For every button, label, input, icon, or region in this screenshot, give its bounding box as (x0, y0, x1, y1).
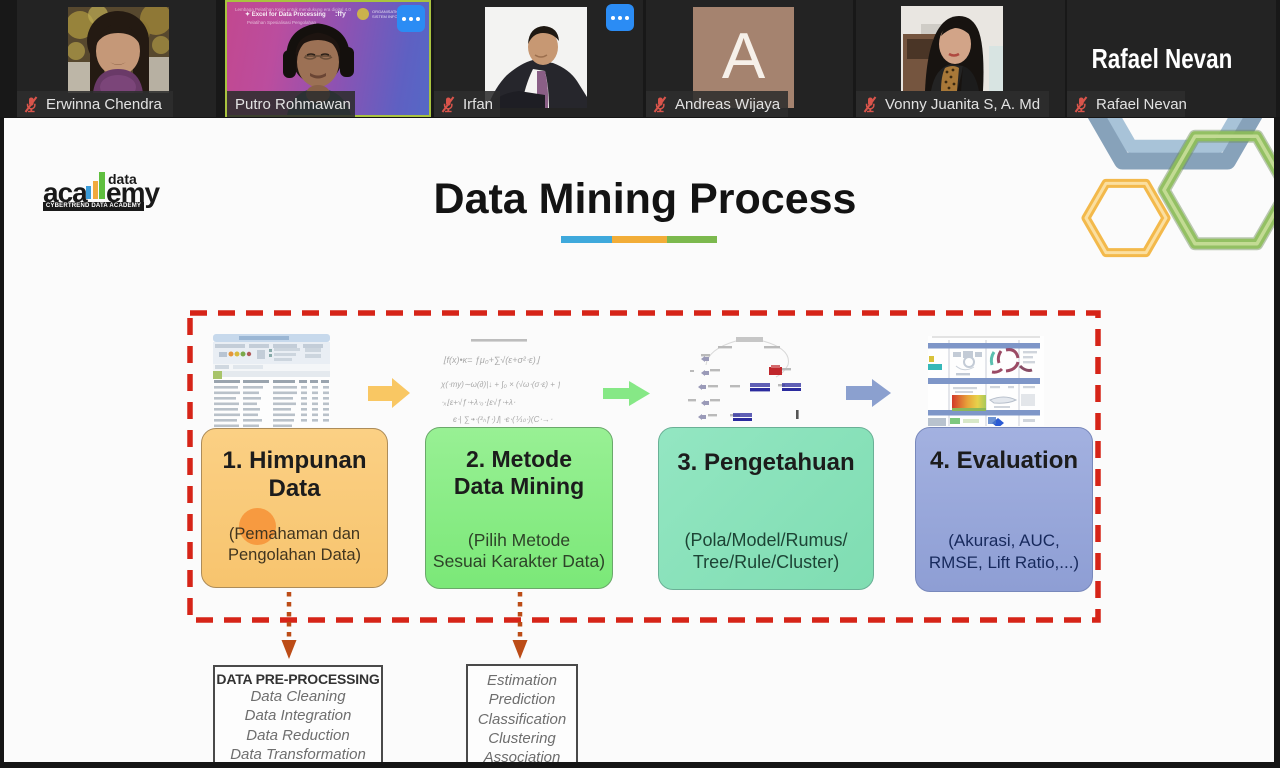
svg-text:є⋅| ∑⋅•⋅(²ₕƒ⋅)⌋| ⋅є⋅(⅒⋅)(С⋅→⋅: є⋅| ∑⋅•⋅(²ₕƒ⋅)⌋| ⋅є⋅(⅒⋅)(С⋅→⋅ (453, 415, 553, 424)
svg-text:Lembaga Pelatihan Kerja untuk: Lembaga Pelatihan Kerja untuk mendukung … (235, 7, 351, 12)
svg-text:SISTEM INFO: SISTEM INFO (372, 14, 398, 19)
svg-text:✦ Excel for Data Processing: ✦ Excel for Data Processing (245, 11, 326, 18)
svg-text::ffy: :ffy (335, 11, 346, 18)
svg-text:ORGANISATION: ORGANISATION (372, 9, 402, 14)
svg-text:χ(⋅mу)∼ω(∂)|↓ + ∫₀ × (√ω⋅(σ⋅ε): χ(⋅mу)∼ω(∂)|↓ + ∫₀ × (√ω⋅(σ⋅ε) + ƒμ⋅ω⋅(γ… (440, 380, 560, 389)
svg-text:⌊f(x)•κ= ƒμ₀+∑√(ε+σ²⋅ɛ)⌋: ⌊f(x)•κ= ƒμ₀+∑√(ε+σ²⋅ɛ)⌋ (443, 355, 541, 365)
svg-text:⋅ₓ⌊ɛ+√ƒ⋅+λ⋅ₒ⋅⌊ε√ƒ⋅+λ⋅: ⋅ₓ⌊ɛ+√ƒ⋅+λ⋅ₒ⋅⌊ε√ƒ⋅+λ⋅ (441, 398, 516, 407)
svg-text:Pelatihan Spesialisasi Pengola: Pelatihan Spesialisasi Pengolahan (247, 20, 317, 25)
